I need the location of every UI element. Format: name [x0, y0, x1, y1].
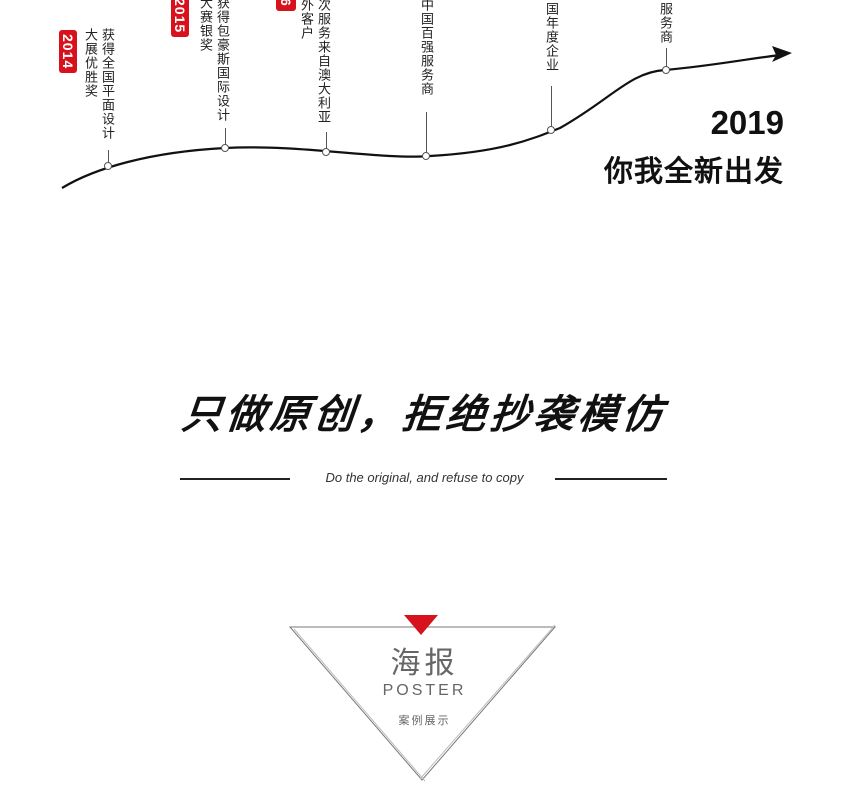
- event-text-5: 国年度企业: [543, 2, 558, 72]
- poster-subtitle-en: POSTER: [382, 682, 467, 699]
- event-text-2016-line2: 外客户: [298, 0, 313, 40]
- event-dot-6: [662, 66, 670, 74]
- slogan-subtitle: Do the original, and refuse to copy: [325, 470, 524, 485]
- year-badge-2014: 2014: [59, 30, 77, 74]
- event-dot-2016: [322, 148, 330, 156]
- event-dot-5: [547, 126, 555, 134]
- event-text-2015-line1: 获得包豪斯国际设计: [214, 0, 229, 122]
- event-text-2015-line2: 大赛银奖: [197, 0, 212, 52]
- event-dot-2015: [221, 144, 229, 152]
- event-text-2014-line1: 获得全国平面设计: [99, 28, 114, 140]
- poster-subtitle-cn: 案例展示: [398, 714, 451, 727]
- slogan-title: 只做原创，拒绝抄袭模仿: [179, 392, 669, 438]
- event-stem-2016: [326, 132, 327, 150]
- event-text-2016-line1: 次服务来自澳大利亚: [315, 0, 330, 124]
- final-year: 2019: [710, 104, 784, 141]
- event-text-2014-line2: 大展优胜奖: [82, 28, 97, 98]
- subtitle-divider-right: [555, 478, 667, 480]
- event-text-6: 服务商: [657, 2, 672, 44]
- event-dot-4: [422, 152, 430, 160]
- subtitle-divider-left: [180, 478, 290, 480]
- event-stem-2015: [225, 128, 226, 146]
- event-stem-6: [666, 48, 667, 68]
- event-dot-2014: [104, 162, 112, 170]
- poster-triangle: [288, 615, 557, 782]
- year-badge-2016: 6: [276, 0, 296, 11]
- event-text-4: 中国百强服务商: [418, 0, 433, 96]
- event-stem-4: [426, 112, 427, 154]
- event-stem-2014: [108, 150, 109, 164]
- slogan-subtitle-row: Do the original, and refuse to copy: [0, 468, 849, 488]
- arrow-head-icon: [772, 46, 792, 62]
- final-text: 你我全新出发: [603, 154, 784, 188]
- poster-title: 海报: [390, 646, 459, 681]
- event-stem-5: [551, 86, 552, 128]
- year-badge-2015: 2015: [171, 0, 189, 38]
- poster-accent-triangle-icon: [404, 615, 438, 635]
